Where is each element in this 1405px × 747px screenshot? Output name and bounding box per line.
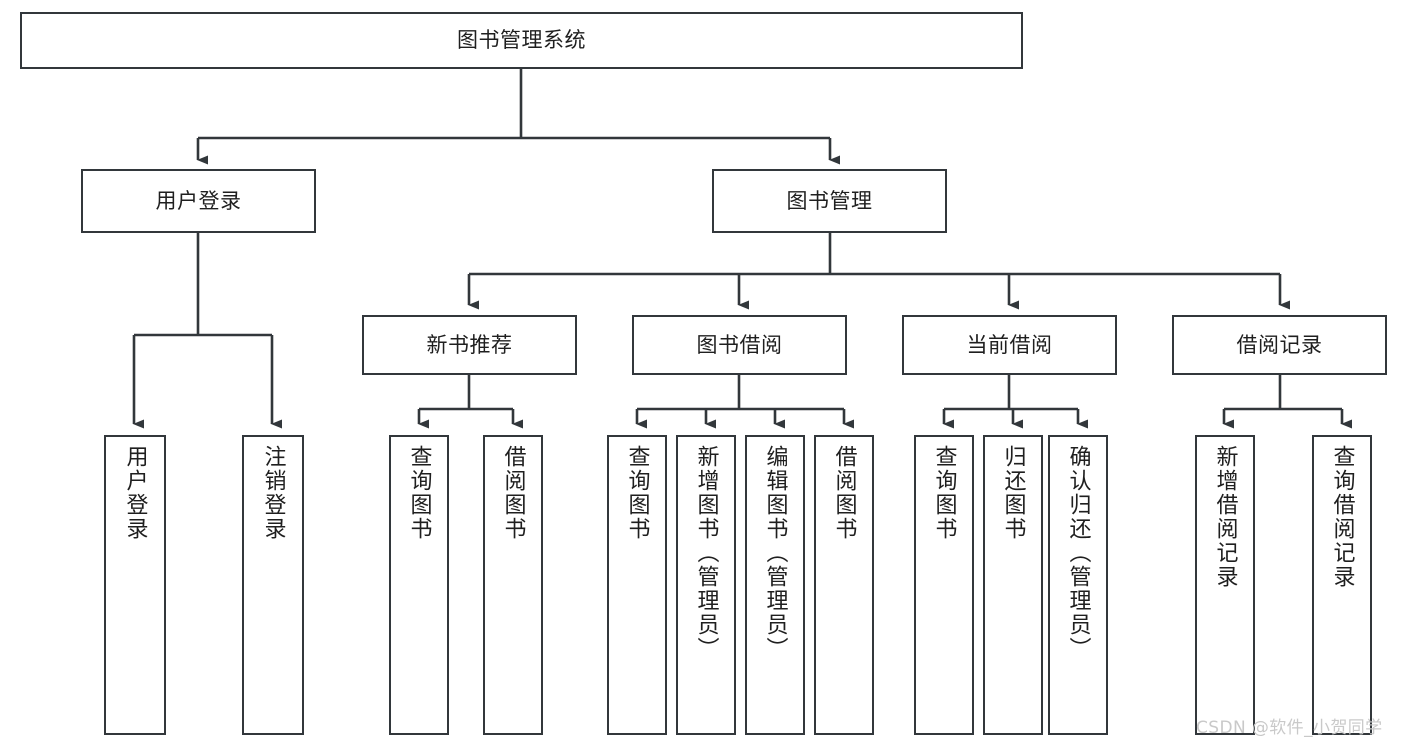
node-current-borrow[interactable]: 当前借阅	[902, 315, 1117, 375]
leaf-query-borrow-record[interactable]: 查询借阅记录	[1312, 435, 1372, 735]
node-borrow-record[interactable]: 借阅记录	[1172, 315, 1387, 375]
node-label: 归还图书	[1000, 445, 1026, 541]
node-label: 注销登录	[260, 445, 286, 541]
node-label: 查询图书	[624, 445, 650, 541]
node-root-system[interactable]: 图书管理系统	[20, 12, 1023, 69]
node-label: 查询图书	[406, 445, 432, 541]
node-label: 借阅图书	[831, 445, 857, 541]
node-label: 查询借阅记录	[1329, 445, 1355, 589]
node-label: 图书管理系统	[457, 28, 586, 53]
node-user-login[interactable]: 用户登录	[81, 169, 316, 233]
node-label: 新增借阅记录	[1212, 445, 1238, 589]
leaf-return-book[interactable]: 归还图书	[983, 435, 1043, 735]
leaf-edit-book-admin[interactable]: 编辑图书（管理员）	[745, 435, 805, 735]
leaf-borrow-book-recommend[interactable]: 借阅图书	[483, 435, 543, 735]
node-label: 新增图书（管理员）	[693, 445, 719, 661]
node-label: 借阅图书	[500, 445, 526, 541]
leaf-borrow-book[interactable]: 借阅图书	[814, 435, 874, 735]
csdn-watermark: CSDN @软件_小贺同学	[1196, 718, 1383, 738]
node-label: 新书推荐	[426, 332, 513, 357]
node-book-borrow[interactable]: 图书借阅	[632, 315, 847, 375]
node-new-book-recommend[interactable]: 新书推荐	[362, 315, 577, 375]
leaf-add-borrow-record[interactable]: 新增借阅记录	[1195, 435, 1255, 735]
node-label: 图书借阅	[696, 332, 783, 357]
leaf-confirm-return-admin[interactable]: 确认归还（管理员）	[1048, 435, 1108, 735]
node-label: 编辑图书（管理员）	[762, 445, 788, 661]
leaf-query-book-recommend[interactable]: 查询图书	[389, 435, 449, 735]
node-label: 确认归还（管理员）	[1065, 445, 1091, 661]
leaf-query-book-current[interactable]: 查询图书	[914, 435, 974, 735]
leaf-query-book-borrow[interactable]: 查询图书	[607, 435, 667, 735]
node-label: 查询图书	[931, 445, 957, 541]
node-label: 借阅记录	[1236, 332, 1323, 357]
leaf-add-book-admin[interactable]: 新增图书（管理员）	[676, 435, 736, 735]
node-label: 图书管理	[786, 188, 873, 213]
node-label: 当前借阅	[966, 332, 1053, 357]
leaf-logout[interactable]: 注销登录	[242, 435, 304, 735]
node-label: 用户登录	[122, 445, 148, 541]
node-label: 用户登录	[155, 188, 242, 213]
node-book-management[interactable]: 图书管理	[712, 169, 947, 233]
leaf-user-login[interactable]: 用户登录	[104, 435, 166, 735]
